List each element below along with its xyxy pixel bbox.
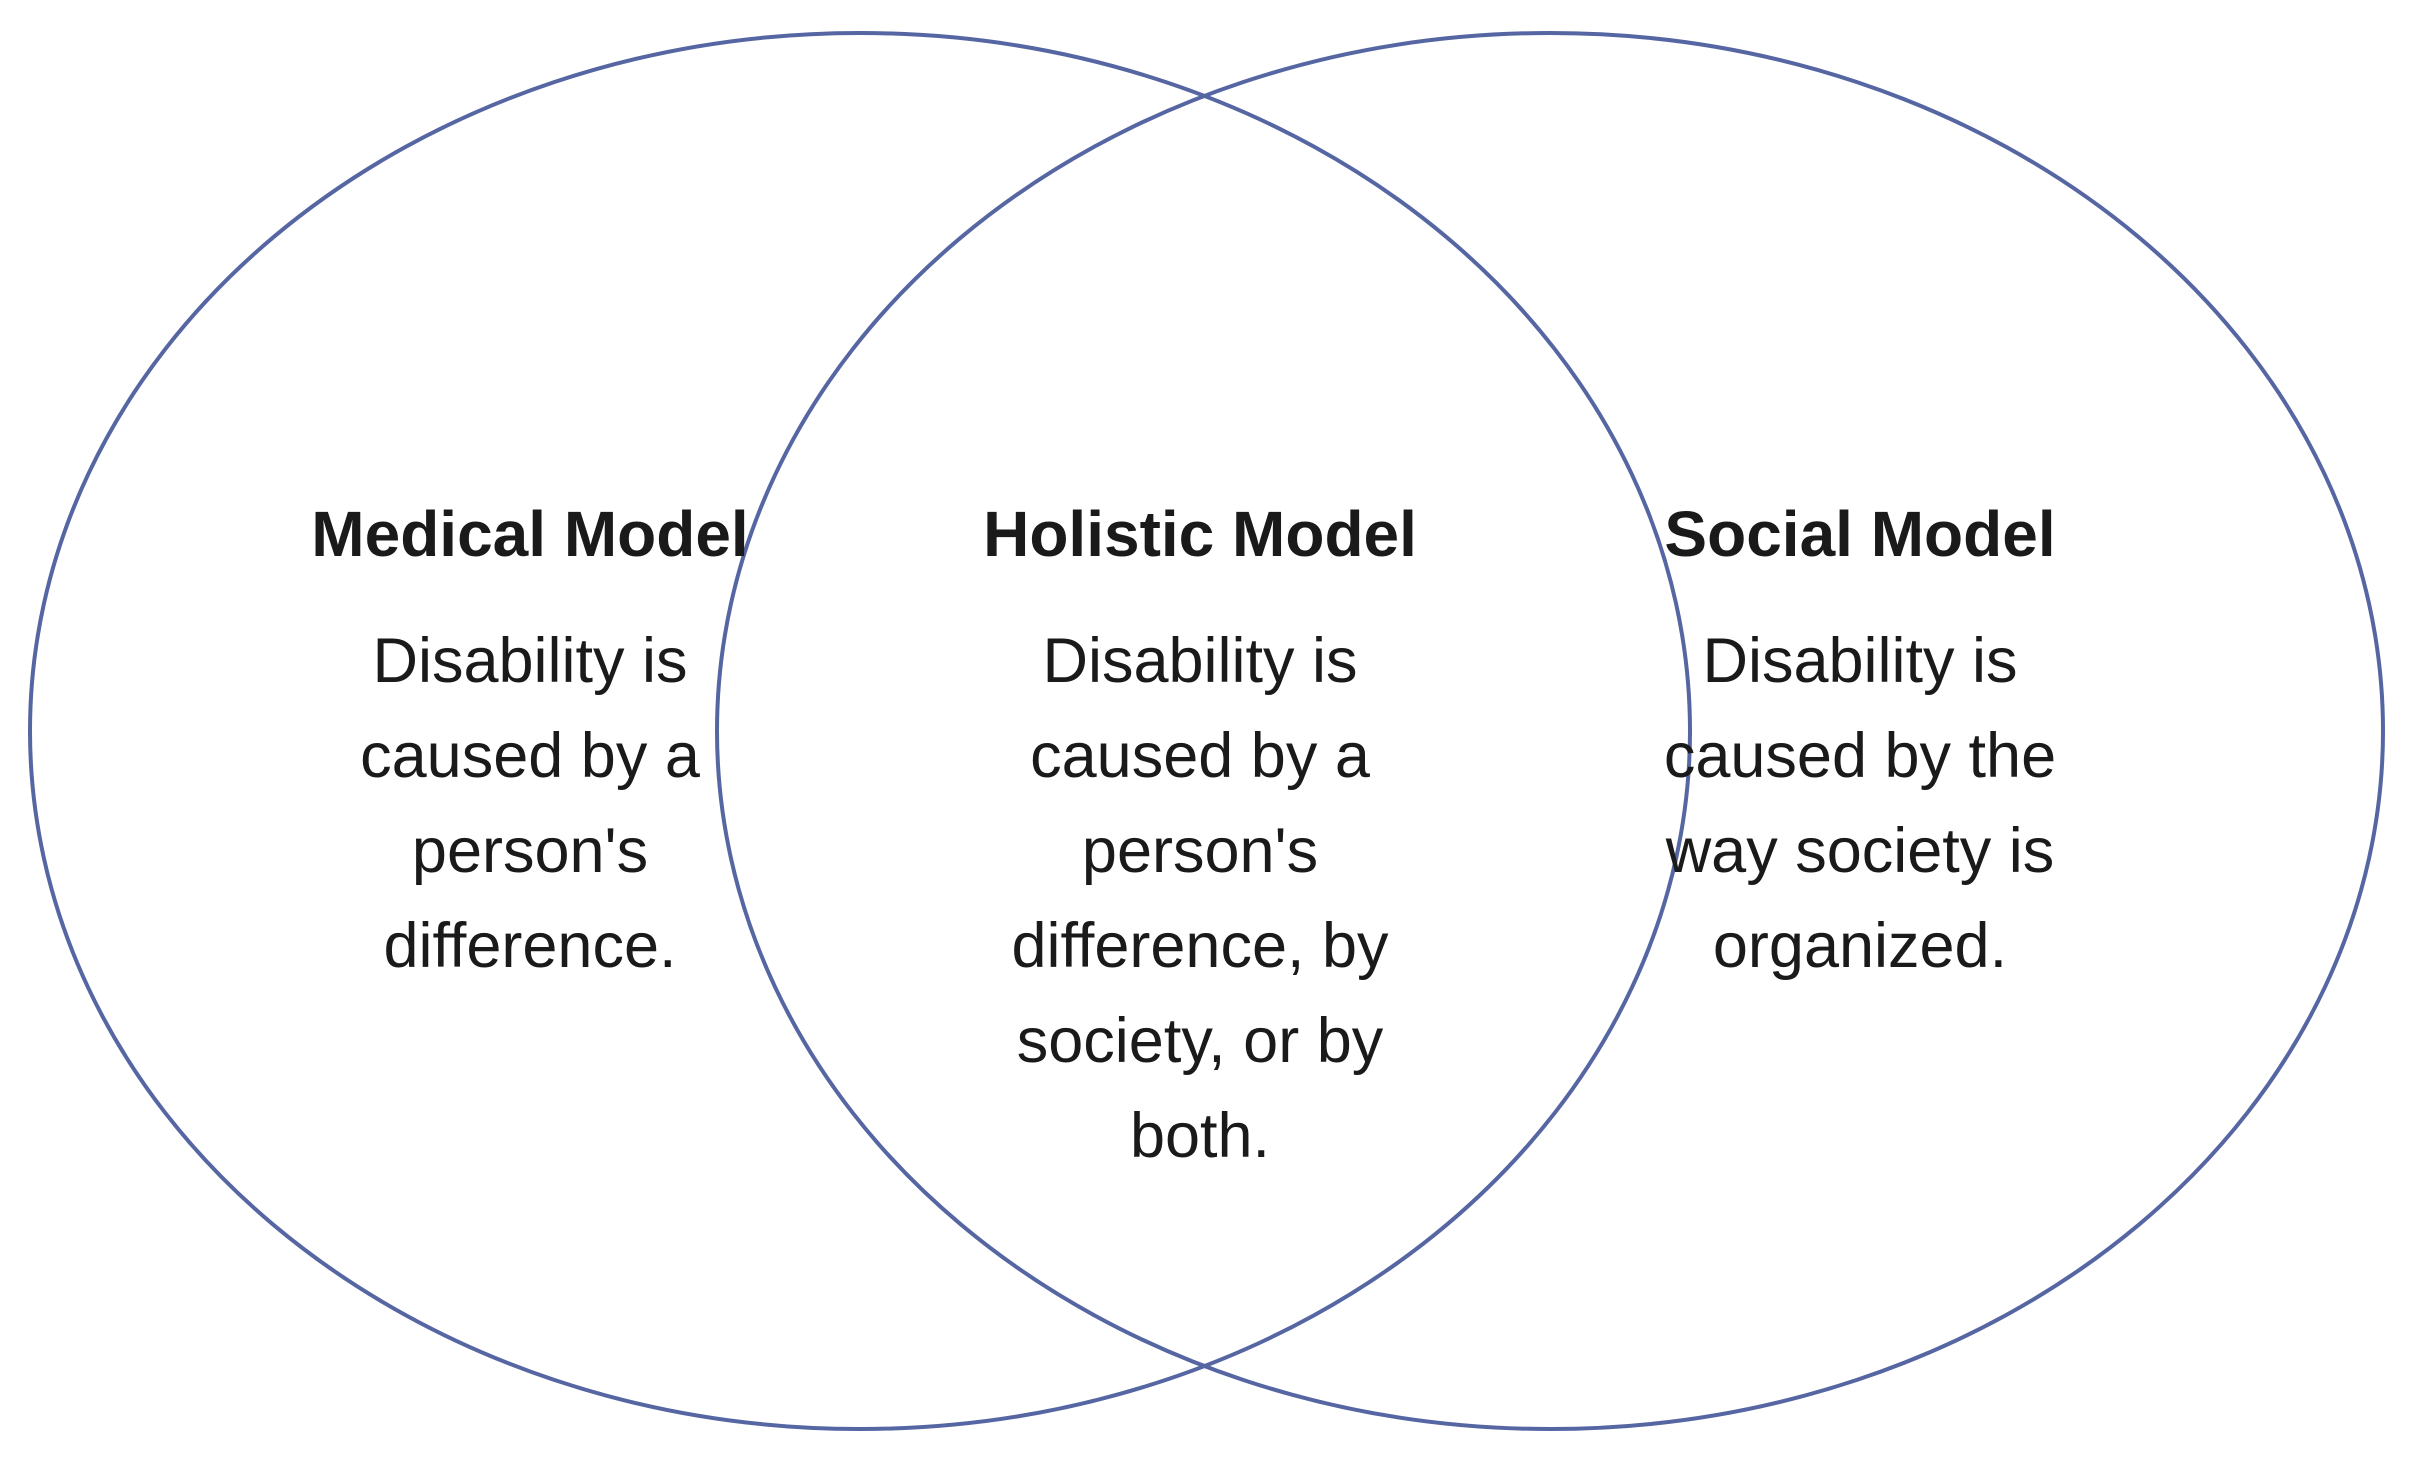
medical-model-region: Medical Model Disability is caused by a … bbox=[230, 494, 830, 994]
social-model-line: way society is bbox=[1665, 816, 2055, 886]
social-model-line: caused by the bbox=[1663, 721, 2057, 791]
holistic-model-line: difference, by bbox=[1011, 911, 1389, 981]
social-model-line: organized. bbox=[1712, 911, 2008, 981]
medical-model-line: person's bbox=[411, 816, 649, 886]
holistic-model-region: Holistic Model Disability is caused by a… bbox=[900, 494, 1500, 1184]
holistic-model-line: Disability is bbox=[1042, 626, 1358, 696]
holistic-model-title: Holistic Model bbox=[983, 498, 1417, 570]
holistic-model-line: caused by a bbox=[1030, 721, 1370, 791]
medical-model-description: Disability is caused by a person's diffe… bbox=[230, 614, 830, 994]
holistic-model-line: both. bbox=[1129, 1101, 1271, 1171]
social-model-title: Social Model bbox=[1664, 498, 2056, 570]
holistic-model-line: society, or by bbox=[1016, 1006, 1384, 1076]
social-model-circle bbox=[715, 31, 2385, 1431]
social-model-line: Disability is bbox=[1702, 626, 2018, 696]
medical-model-line: Disability is bbox=[372, 626, 688, 696]
social-model-description: Disability is caused by the way society … bbox=[1560, 614, 2160, 994]
medical-model-title: Medical Model bbox=[311, 498, 749, 570]
medical-model-circle bbox=[28, 31, 1692, 1431]
holistic-model-line: person's bbox=[1081, 816, 1319, 886]
medical-model-line: difference. bbox=[383, 911, 677, 981]
medical-model-line: caused by a bbox=[360, 721, 700, 791]
social-model-region: Social Model Disability is caused by the… bbox=[1560, 494, 2160, 994]
holistic-model-description: Disability is caused by a person's diffe… bbox=[900, 614, 1500, 1184]
